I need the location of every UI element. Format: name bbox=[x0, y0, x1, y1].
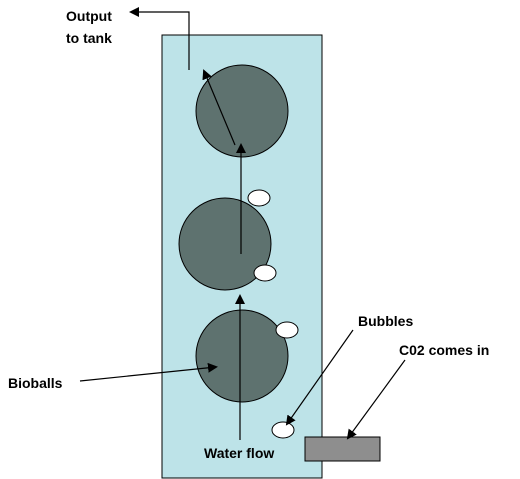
bubble bbox=[247, 189, 271, 207]
bubble bbox=[275, 321, 299, 339]
bioballs-callout-arrow bbox=[79, 362, 218, 382]
output-label-line2: to tank bbox=[66, 30, 112, 46]
output-label-line1: Output bbox=[66, 8, 112, 24]
co2-label: C02 comes in bbox=[399, 342, 489, 358]
bioball-bottom bbox=[195, 309, 289, 403]
bioball-top bbox=[195, 64, 289, 158]
bubbles-callout-arrow bbox=[285, 329, 354, 426]
water-flow-arrow bbox=[202, 69, 236, 146]
bubble bbox=[271, 421, 295, 439]
co2-callout-arrow bbox=[346, 359, 406, 440]
bubble bbox=[253, 264, 277, 282]
bioballs-label: Bioballs bbox=[8, 375, 63, 391]
output-arrow bbox=[129, 7, 190, 70]
bubbles-label: Bubbles bbox=[358, 313, 413, 329]
co2-inlet bbox=[304, 436, 381, 462]
bioball-middle bbox=[178, 197, 272, 291]
water-flow-label: Water flow bbox=[204, 445, 274, 461]
